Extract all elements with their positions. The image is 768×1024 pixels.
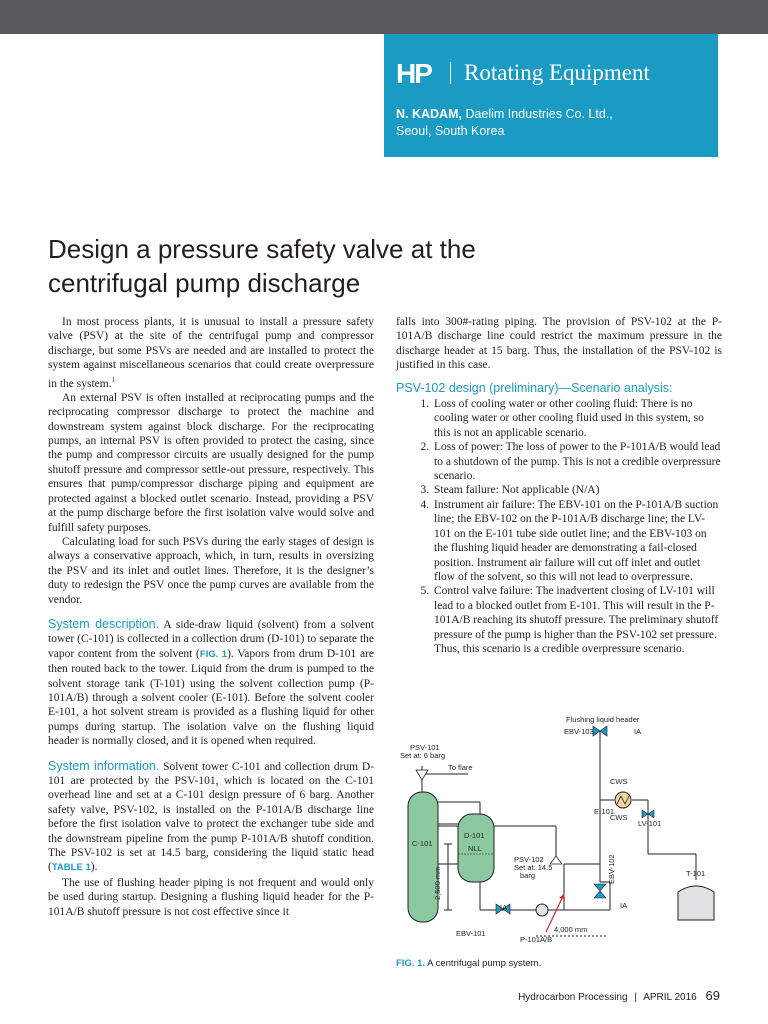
c101-column: [407, 791, 439, 923]
label-psv101: PSV-101: [410, 743, 440, 752]
footnote-ref: 1: [111, 375, 116, 384]
column-right: falls into 300#-rating piping. The provi…: [396, 315, 722, 656]
psv101-valve: [415, 769, 429, 781]
author-block: N. KADAM, Daelim Industries Co. Ltd., Se…: [396, 106, 613, 140]
system-information-text-b: ).: [90, 861, 98, 874]
page-footer: Hydrocarbon Processing | APRIL 2016 69: [518, 988, 720, 1003]
label-psv102: PSV-102: [514, 855, 544, 864]
fig-1-ref[interactable]: FIG. 1: [199, 648, 228, 660]
label-e101: E-101: [594, 807, 614, 816]
label-nll: NLL: [468, 844, 482, 853]
label-cws-2: CWS: [610, 813, 628, 822]
author-name: N. KADAM,: [396, 107, 462, 121]
table-1-ref[interactable]: TABLE 1: [51, 862, 91, 874]
label-psv102-set-2: barg: [520, 871, 535, 880]
ebv102-valve: [593, 883, 607, 899]
page-number: 69: [705, 988, 720, 1003]
paragraph-external-psv: An external PSV is often installed at re…: [48, 391, 374, 534]
label-cws-1: CWS: [610, 777, 628, 786]
paragraph-system-information: System information. Solvent tower C-101 …: [48, 759, 374, 876]
label-d101: D-101: [464, 831, 484, 840]
lv101-valve: [641, 809, 655, 819]
footer-separator: |: [634, 992, 637, 1003]
issue-date: APRIL 2016: [643, 992, 697, 1003]
label-psv101-set: Set at: 6 barg: [400, 751, 445, 760]
paragraph-continued: falls into 300#-rating piping. The provi…: [396, 316, 722, 372]
label-flushing-header: Flushing liquid header: [566, 715, 640, 724]
subhead-scenario-analysis: PSV-102 design (preliminary)—Scenario an…: [396, 380, 673, 395]
paragraph-intro-text: In most process plants, it is unusual to…: [48, 316, 374, 390]
label-t101: T-101: [686, 869, 705, 878]
ebv103-valve: [592, 725, 608, 737]
article-title-line-1: Design a pressure safety valve at the: [48, 234, 476, 264]
figure-caption: FIG. 1. A centrifugal pump system.: [396, 958, 541, 969]
article-title: Design a pressure safety valve at the ce…: [48, 232, 568, 300]
paragraph-flushing-header: The use of flushing header piping is not…: [48, 876, 374, 918]
author-location: Seoul, South Korea: [396, 124, 505, 138]
label-ia-2: IA: [500, 903, 507, 912]
system-description-text-b: ). Vapors from drum D-101 are then route…: [48, 647, 374, 748]
scenario-item: Steam failure: Not applicable (N/A): [432, 483, 722, 497]
ebv101-valve: [495, 903, 511, 915]
label-ia-3: IA: [620, 901, 627, 910]
psv102-valve: [549, 855, 563, 865]
label-2500mm: 2,500 mm: [433, 867, 442, 900]
scenario-item: Loss of cooling water or other cooling f…: [432, 397, 722, 440]
masthead: HP Rotating Equipment N. KADAM, Daelim I…: [384, 34, 718, 157]
lead-system-information: System information.: [48, 758, 160, 773]
hp-logo: HP: [396, 58, 433, 89]
paragraph-system-description: System description. A side-draw liquid (…: [48, 617, 374, 749]
scenario-item: Instrument air failure: The EBV-101 on t…: [432, 498, 722, 584]
author-affiliation: Daelim Industries Co. Ltd.,: [461, 107, 613, 121]
p101-pump: [535, 903, 549, 917]
system-information-text-a: Solvent tower C-101 and collection drum …: [48, 760, 374, 874]
system-description-text-a: A side-draw liquid (solvent) from a solv…: [48, 618, 374, 660]
logo-divider: [450, 62, 451, 84]
label-4000mm: 4,000 mm: [554, 925, 587, 934]
column-left: In most process plants, it is unusual to…: [48, 315, 374, 919]
journal-name: Hydrocarbon Processing: [518, 992, 628, 1003]
article-title-line-2: centrifugal pump discharge: [48, 268, 361, 298]
label-psv102-set-1: Set at: 14.5: [514, 863, 552, 872]
label-p101: P-101A/B: [520, 935, 552, 944]
section-title: Rotating Equipment: [464, 60, 650, 85]
label-lv101: LV-101: [638, 819, 661, 828]
label-ebv101: EBV-101: [456, 929, 486, 938]
label-ebv103: EBV-103: [564, 727, 594, 736]
t101-tank: [677, 885, 715, 921]
lead-system-description: System description.: [48, 616, 160, 631]
label-ebv102: EBV-102: [607, 854, 616, 884]
fig-1-pump-system-diagram: Flushing liquid header EBV-103 IA PSV-10…: [400, 715, 715, 944]
scenario-item: Control valve failure: The inadvertent c…: [432, 584, 722, 656]
top-bar: [0, 0, 768, 34]
scenario-list: Loss of cooling water or other cooling f…: [396, 397, 722, 656]
paragraph-intro: In most process plants, it is unusual to…: [48, 315, 374, 391]
d101-drum: [457, 813, 495, 883]
label-to-flare: To flare: [448, 763, 473, 772]
scenario-item: Loss of power: The loss of power to the …: [432, 440, 722, 483]
label-ia-1: IA: [634, 727, 641, 736]
paragraph-calculating-load: Calculating load for such PSVs during th…: [48, 535, 374, 606]
caption-text: A centrifugal pump system.: [425, 958, 542, 969]
caption-label: FIG. 1.: [396, 958, 426, 969]
label-c101: C-101: [412, 839, 432, 848]
